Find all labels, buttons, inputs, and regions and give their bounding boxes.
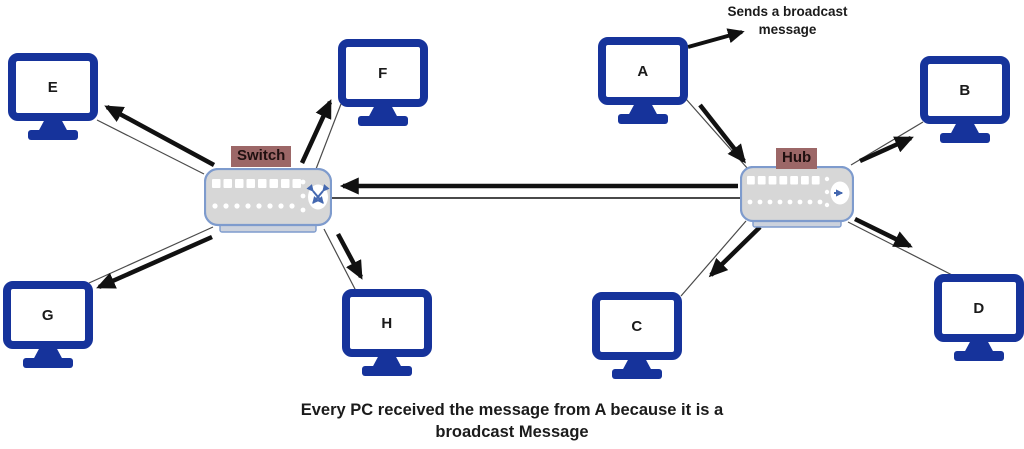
message-arrow-to-c	[708, 225, 762, 278]
pc-e: E	[8, 53, 98, 141]
cable-switch-e	[96, 119, 205, 175]
message-arrow-to-e	[104, 105, 216, 167]
monitor-icon	[592, 292, 682, 379]
pc-label: B	[959, 82, 971, 99]
hub-icon	[739, 165, 855, 228]
cable-a-hub	[685, 98, 749, 170]
switch-device	[203, 167, 333, 241]
pc-label: H	[381, 315, 393, 332]
cable-hub-b	[850, 121, 924, 166]
monitor-icon	[342, 289, 432, 376]
monitor-icon	[3, 281, 93, 368]
pc-h: H	[342, 289, 432, 377]
switch-ports	[212, 179, 306, 213]
pc-f: F	[338, 39, 428, 127]
monitor-icon	[920, 56, 1010, 143]
pc-d: D	[934, 274, 1024, 362]
message-arrow-to-d	[854, 216, 913, 249]
hub-arrow-icon	[830, 181, 850, 205]
message-arrow-to-g	[96, 234, 213, 290]
message-arrow-a-to-hub	[698, 103, 746, 164]
message-arrow-to-b	[859, 135, 914, 164]
pc-b: B	[920, 56, 1010, 144]
cable-hub-d	[847, 221, 959, 279]
message-arrow-to-h	[336, 232, 363, 280]
broadcast-annotation: Sends a broadcast message	[727, 4, 848, 37]
hub-device	[739, 165, 855, 234]
pc-label: F	[378, 65, 388, 82]
pc-label: D	[973, 300, 985, 317]
pc-label: C	[631, 318, 643, 335]
monitor-icon	[8, 53, 98, 140]
hub-label: Hub	[776, 148, 818, 169]
monitor-icon	[934, 274, 1024, 361]
pc-g: G	[3, 281, 93, 369]
cable-hub-c	[680, 220, 747, 297]
pc-a: A	[598, 37, 688, 125]
switch-label: Switch	[231, 146, 292, 167]
diagram-caption: Every PC received the message from A bec…	[300, 401, 724, 442]
monitor-icon	[338, 39, 428, 126]
pc-c: C	[592, 292, 682, 380]
switch-crossed-arrows-icon	[306, 184, 330, 210]
pc-label: A	[637, 63, 649, 80]
monitor-icon	[598, 37, 688, 124]
switch-icon	[203, 167, 333, 233]
cable-switch-g	[88, 226, 214, 284]
hub-ports	[747, 176, 830, 208]
pc-label: E	[47, 79, 59, 96]
message-arrow-to-f	[299, 99, 333, 164]
pc-label: G	[41, 307, 55, 324]
